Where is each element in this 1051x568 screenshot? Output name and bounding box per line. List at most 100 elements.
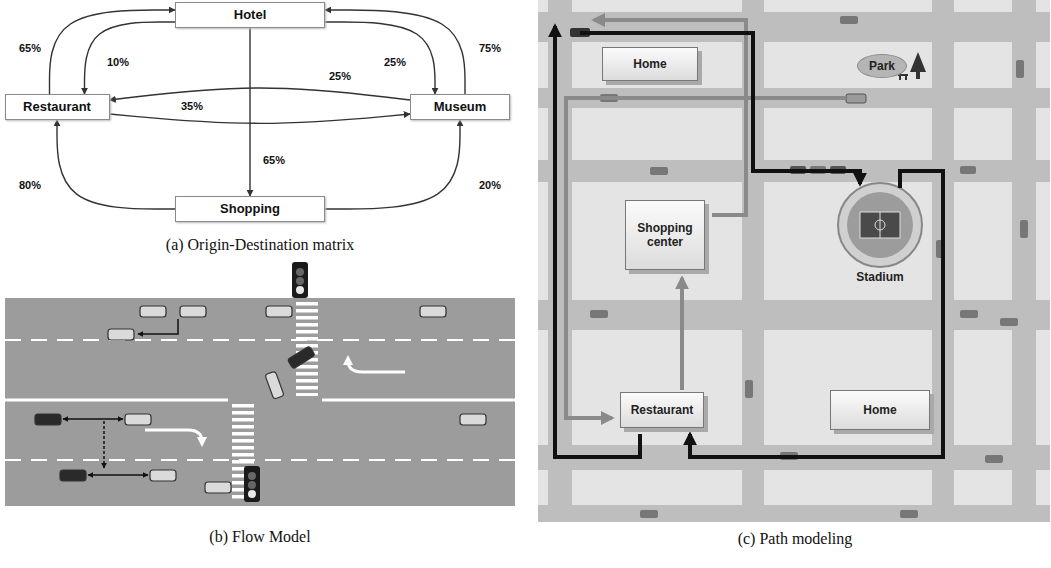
car <box>840 16 858 24</box>
lane-markings <box>5 302 515 502</box>
stadium-symbol <box>838 183 922 267</box>
percentage-label: 25% <box>382 56 408 69</box>
grey-route <box>566 98 846 418</box>
panel-caption: (b) Flow Model <box>209 528 310 546</box>
lane-markings <box>5 399 228 402</box>
flow-arrow <box>50 10 176 94</box>
traffic-light <box>296 268 304 276</box>
flow-arrow <box>249 28 250 196</box>
building: Shopping center <box>625 200 705 270</box>
lane-markings <box>5 459 515 461</box>
car <box>590 310 608 318</box>
grey-route <box>594 20 746 215</box>
car <box>745 380 753 398</box>
traffic-light <box>248 490 256 498</box>
traffic-light <box>248 481 256 489</box>
car <box>846 94 866 103</box>
street <box>538 505 1050 522</box>
flow-arrow <box>325 22 435 94</box>
percentage-label: 10% <box>105 56 131 69</box>
street <box>548 0 572 522</box>
percentage-label: 20% <box>477 179 503 192</box>
flow-arrow <box>85 22 176 94</box>
traffic-light <box>248 472 256 480</box>
lane-markings <box>322 399 515 402</box>
city-map <box>538 0 1050 522</box>
park-area: Park <box>857 54 907 78</box>
car <box>125 414 151 425</box>
flow-arrow <box>138 319 178 334</box>
map-ground <box>538 0 1050 522</box>
flow-arrow <box>88 474 148 476</box>
node-label: Hotel <box>234 7 267 23</box>
building: Home <box>602 47 698 81</box>
car <box>1020 220 1028 238</box>
percentage-label: 65% <box>17 42 43 55</box>
flow-arrow <box>110 114 411 123</box>
building: Home <box>830 390 930 430</box>
grey-route <box>566 20 846 418</box>
stadium-symbol <box>847 192 913 258</box>
percentage-label: 75% <box>477 42 503 55</box>
node-label: Park <box>869 59 895 73</box>
car <box>265 371 284 399</box>
tree-icon <box>905 76 907 80</box>
road-surface <box>5 298 515 506</box>
flow-arrow <box>325 10 465 94</box>
road-scene <box>5 262 515 506</box>
car <box>266 306 292 317</box>
lane-markings <box>348 360 405 372</box>
percentage-label: 65% <box>261 154 287 167</box>
black-route <box>555 26 943 457</box>
car <box>287 346 315 369</box>
traffic-light <box>296 277 304 285</box>
car <box>1000 318 1018 326</box>
stadium-symbol <box>860 212 900 238</box>
flow-arrow <box>63 418 123 420</box>
place-box: Museum <box>410 94 510 120</box>
car <box>900 510 918 518</box>
traffic-light <box>244 262 308 502</box>
street <box>538 300 1050 330</box>
node-label: Restaurant <box>23 99 91 115</box>
car <box>108 329 134 340</box>
percentage-label: 25% <box>327 70 353 83</box>
node-label: Home <box>633 57 666 71</box>
car <box>640 510 658 518</box>
panel-caption: (a) Origin-Destination matrix <box>166 236 354 254</box>
stadium-symbol <box>838 183 922 267</box>
node-label: Shopping <box>220 201 280 217</box>
car <box>420 306 446 317</box>
car <box>35 306 486 493</box>
building: Restaurant <box>620 392 704 428</box>
black-route <box>690 171 943 457</box>
node-label: Shopping center <box>632 221 698 250</box>
car <box>150 470 176 481</box>
node-label: Stadium <box>856 270 903 284</box>
stadium-symbol <box>880 212 881 238</box>
place-box: Restaurant <box>5 94 110 120</box>
car <box>140 306 166 317</box>
panel-caption: (c) Path modeling <box>738 530 853 548</box>
car <box>460 414 486 425</box>
flow-arrow <box>325 120 460 209</box>
car <box>180 306 206 317</box>
street <box>538 12 1050 42</box>
node-label: Museum <box>434 99 487 115</box>
traffic-light <box>296 286 304 294</box>
traffic-light <box>292 262 308 298</box>
percentage-label: 80% <box>17 179 43 192</box>
node-label: Restaurant <box>631 403 694 417</box>
car <box>1016 60 1024 78</box>
lane-markings <box>5 339 515 341</box>
black-route <box>580 33 860 184</box>
car <box>650 167 668 175</box>
car <box>960 166 976 174</box>
street <box>1012 0 1036 522</box>
tree-icon <box>910 52 926 72</box>
flow-arrow <box>110 88 411 100</box>
traffic-light <box>244 466 260 502</box>
stadium: Stadium <box>832 182 928 284</box>
flow-arrow <box>57 120 175 209</box>
